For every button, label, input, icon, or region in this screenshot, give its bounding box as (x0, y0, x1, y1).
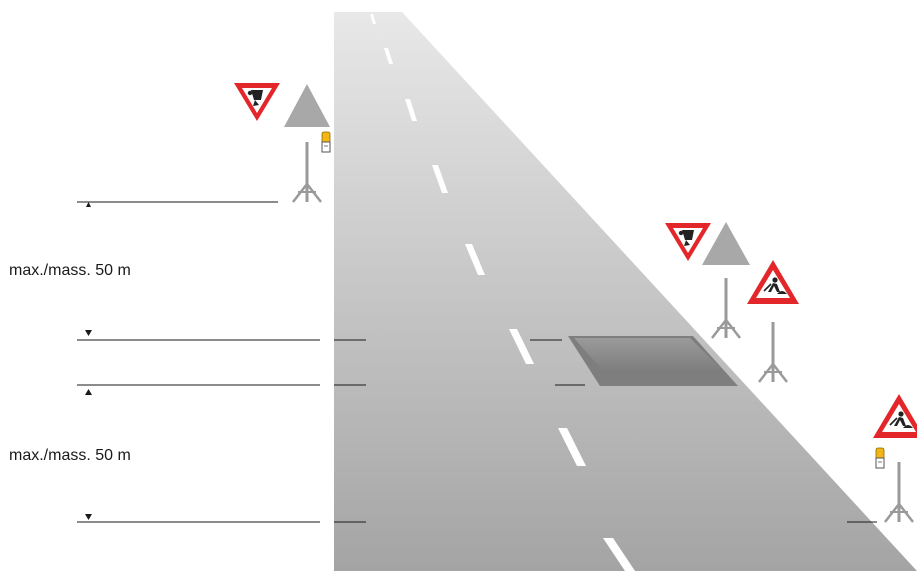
sign-back-grey (702, 222, 750, 265)
warning-lamp-icon (321, 131, 331, 153)
sign-group-right-low (872, 393, 917, 524)
arrow-up-icon (85, 389, 92, 395)
yield-sign-icon (234, 83, 280, 121)
tripod-stand-icon (757, 320, 789, 384)
lane-markings (370, 14, 635, 571)
tripod-stand-icon (710, 276, 742, 340)
distance-label-upper: max./mass. 50 m (9, 262, 131, 279)
road-surface (334, 12, 917, 571)
road-ramp (568, 336, 738, 386)
distance-arrows (85, 202, 92, 520)
sign-back-grey (284, 84, 330, 127)
tripod-stand-icon (883, 460, 915, 524)
distance-markers (77, 201, 877, 523)
arrow-down-icon (85, 330, 92, 336)
distance-label-lower: max./mass. 50 m (9, 447, 131, 464)
yield-sign-icon (665, 223, 711, 261)
roadworks-sign-icon (872, 393, 917, 439)
arrow-up-icon (86, 202, 91, 207)
sign-group-left (234, 83, 331, 204)
tripod-stand-icon (291, 140, 323, 204)
arrow-down-icon (85, 514, 92, 520)
sign-group-right-mid (665, 222, 800, 384)
warning-lamp-icon (875, 447, 885, 469)
roadworks-sign-icon (746, 259, 800, 305)
